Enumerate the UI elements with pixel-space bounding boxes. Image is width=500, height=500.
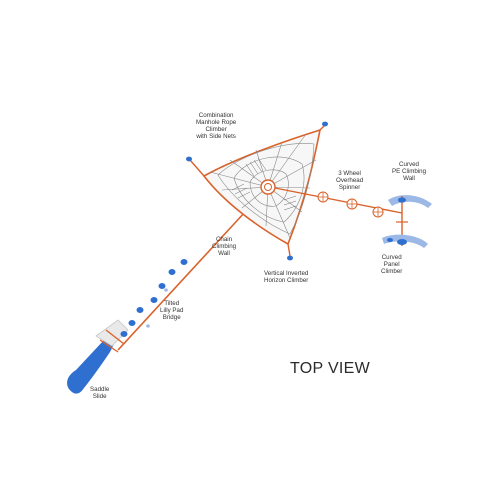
label-line: Climbing xyxy=(212,243,237,250)
label-line: Combination xyxy=(198,112,234,119)
label-line: Vertical Inverted xyxy=(264,270,309,277)
label-line: Curved xyxy=(381,254,402,261)
label-line: Overhead xyxy=(336,177,364,184)
label-line: Lilly Pad xyxy=(160,307,184,314)
diagram-title: TOP VIEW xyxy=(290,360,371,377)
lily-pad-bridge xyxy=(120,259,188,337)
label-line: Saddle xyxy=(90,386,110,393)
label-line: 3 Wheel xyxy=(338,170,361,177)
label-line: Bridge xyxy=(162,314,181,321)
label-line: Slide xyxy=(92,393,107,400)
label-curved-pe-wall: Curved PE Climbing Wall xyxy=(392,161,426,182)
label-line: Wall xyxy=(403,175,415,182)
label-line: Manhole Rope xyxy=(196,119,237,126)
label-spinner: 3 Wheel Overhead Spinner xyxy=(336,170,363,191)
manhole-rope-climber xyxy=(186,121,328,261)
label-line: PE Climbing xyxy=(392,168,427,175)
label-combination-climber: Combination Manhole Rope Climber with Si… xyxy=(196,112,236,140)
label-line: Curved xyxy=(399,161,419,168)
label-horizon-climber: Vertical Inverted Horizon Climber xyxy=(264,270,308,284)
label-line: Tilted xyxy=(164,300,180,307)
label-line: Horizon Climber xyxy=(264,277,309,284)
label-lily-pad-bridge: Tilted Lilly Pad Bridge xyxy=(160,300,183,321)
label-chain-wall: Chain Climbing Wall xyxy=(212,236,236,257)
label-line: Wall xyxy=(218,250,230,257)
saddle-slide xyxy=(67,319,129,394)
label-line: Climber xyxy=(381,268,403,275)
label-line: Chain xyxy=(215,236,233,243)
label-line: Panel xyxy=(383,261,400,268)
label-line: Spinner xyxy=(338,184,361,191)
label-saddle-slide: Saddle Slide xyxy=(90,386,109,400)
label-line: Climber xyxy=(205,126,227,133)
three-wheel-spinner xyxy=(274,187,403,218)
label-line: with Side Nets xyxy=(196,133,236,140)
curved-panel-climber xyxy=(382,234,428,248)
label-curved-panel: Curved Panel Climber xyxy=(381,254,402,275)
